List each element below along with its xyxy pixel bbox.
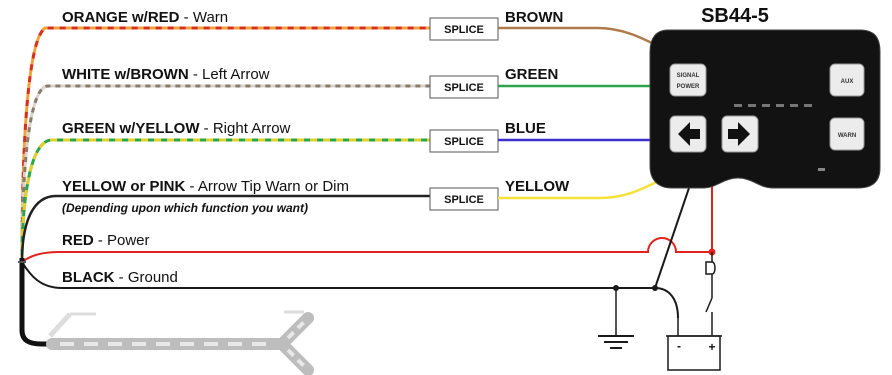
- indicator-leds: [734, 104, 812, 107]
- splice-label: SPLICE: [444, 194, 484, 206]
- battery-negative: -: [677, 339, 681, 353]
- splice-label: SPLICE: [444, 136, 484, 148]
- status-led: [818, 168, 825, 171]
- label-warn: ORANGE w/RED - Warn: [62, 9, 228, 26]
- splice-warn: SPLICE: [429, 17, 499, 41]
- power-button-label: POWER: [677, 84, 700, 90]
- controller-ground-lead: [654, 184, 691, 289]
- wire-tip: [20, 194, 430, 263]
- label-power: RED - Power: [62, 232, 150, 249]
- splice-left: SPLICE: [429, 75, 499, 99]
- wire-brown: [498, 26, 666, 52]
- controller-sb44-5: SIGNAL POWER AUX WARN: [649, 29, 881, 189]
- harness-bundle: [19, 258, 52, 347]
- fuse-icon: [705, 261, 716, 275]
- label-left-arrow: WHITE w/BROWN - Left Arrow: [62, 66, 270, 83]
- ground-junction-2: [652, 285, 658, 291]
- warn-button[interactable]: WARN: [829, 117, 865, 151]
- warn-button-label: WARN: [838, 133, 856, 139]
- splice-label: SPLICE: [444, 82, 484, 94]
- aux-button-label: AUX: [841, 79, 854, 85]
- power-button-top-label: SIGNAL: [677, 73, 700, 79]
- switch-icon: [705, 297, 713, 313]
- splice-right: SPLICE: [429, 129, 499, 153]
- splice-tip: SPLICE: [429, 187, 499, 211]
- wire-green-yellow: [20, 138, 430, 263]
- controller-title: SB44-5: [701, 5, 769, 27]
- wire-orange-red: [20, 26, 430, 263]
- label-arrow-tip: YELLOW or PINK - Arrow Tip Warn or Dim: [62, 178, 349, 195]
- label-right-arrow: GREEN w/YELLOW - Right Arrow: [62, 120, 291, 137]
- left-arrow-button[interactable]: [669, 115, 707, 153]
- right-arrow-button[interactable]: [721, 115, 759, 153]
- splice-label: SPLICE: [444, 24, 484, 36]
- battery-positive: +: [708, 340, 715, 354]
- left-arrow-icon: [678, 122, 700, 146]
- battery-icon: - +: [666, 318, 722, 371]
- power-button[interactable]: SIGNAL POWER: [669, 63, 707, 97]
- aux-button[interactable]: AUX: [829, 63, 865, 97]
- wire-red-power: [21, 237, 712, 263]
- label-ground: BLACK - Ground: [62, 269, 178, 286]
- color-label-green: GREEN: [505, 66, 558, 83]
- color-label-yellow: YELLOW: [505, 178, 570, 195]
- right-arrow-icon: [728, 122, 750, 146]
- color-label-blue: BLUE: [505, 120, 546, 137]
- ground-icon: [598, 288, 634, 349]
- label-function-note: (Depending upon which function you want): [62, 201, 308, 215]
- light-bar: [46, 310, 314, 375]
- color-label-brown: BROWN: [505, 9, 563, 26]
